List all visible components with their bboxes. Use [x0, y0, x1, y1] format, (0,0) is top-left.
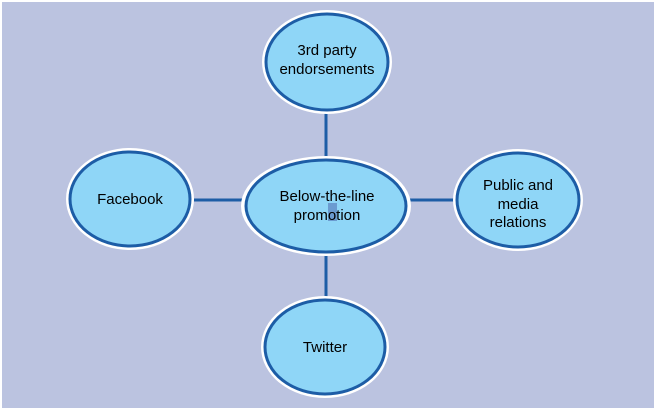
node-top: 3rd party endorsements [262, 10, 392, 114]
node-center-shape [244, 158, 408, 254]
text-selection-highlight [328, 203, 337, 221]
node-right-shape [455, 151, 581, 249]
node-bottom-label: Twitter [303, 339, 347, 356]
node-right: Public and media relations [453, 149, 583, 251]
node-center-label-line-2: promotion [294, 207, 361, 224]
node-top-label-line-1: 3rd party [297, 42, 357, 59]
node-center-label-line-1: Below-the-line [279, 188, 374, 205]
node-right-label-line-1: Public and [483, 177, 553, 194]
node-right-label-line-2: media [498, 196, 540, 213]
node-left-shape [68, 150, 192, 248]
node-left-label: Facebook [97, 191, 163, 208]
node-top-shape [264, 12, 390, 112]
node-bottom: Twitter [261, 296, 389, 398]
node-left: Facebook [66, 148, 194, 250]
node-center: Below-the-line promotion [241, 156, 411, 256]
node-right-label-line-3: relations [490, 214, 547, 231]
node-bottom-shape [263, 298, 387, 396]
node-top-label-line-2: endorsements [279, 61, 374, 78]
